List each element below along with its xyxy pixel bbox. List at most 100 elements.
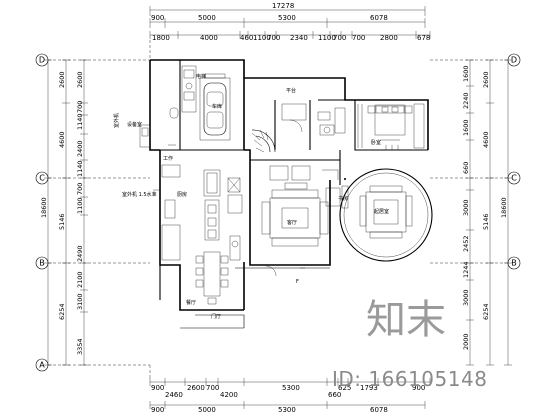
label-living-room: 客厅 <box>287 219 297 226</box>
bottom-dim-2-1: 900 <box>151 406 164 414</box>
bottom-dim-1-6: 5300 <box>282 384 300 392</box>
top-dimensions: 17278 900 5000 5300 6078 1800 4000 460 1… <box>149 2 430 42</box>
left-inner-dim-5: 1140 <box>76 160 84 177</box>
label-kitchen: 厨房 <box>177 191 187 198</box>
stairs <box>251 129 276 153</box>
left-inner-dim-9: 2100 <box>76 271 84 288</box>
bottom-dim-1-5: 4200 <box>220 391 238 399</box>
axis-left-a: A <box>39 361 45 370</box>
label-study: 书房 <box>338 195 348 202</box>
left-inner-dim-3: 1140 <box>76 113 84 130</box>
watermark-brand: 知末 <box>366 297 446 343</box>
bottom-dim-1-1: 900 <box>151 384 164 392</box>
watermark-id: ID: 166105148 <box>332 367 487 391</box>
label-outdoor-unit-2: 室外机 1.5水准 <box>122 191 157 198</box>
top-dim-1-3: 5300 <box>278 14 296 22</box>
label-lift: 电梯 <box>196 73 206 80</box>
left-inner-dim-4: 2400 <box>76 140 84 157</box>
right-inner-dim-3: 1600 <box>462 119 470 136</box>
right-outer-dim-2: 4600 <box>482 131 490 148</box>
right-inner-dim-8: 3000 <box>462 289 470 306</box>
bottom-dim-1-3: 2600 <box>187 384 205 392</box>
axis-right-b: B <box>511 259 517 268</box>
left-dimensions: 18600 2600 4600 5146 6254 2600 700 1140 … <box>40 59 88 366</box>
bathrooms <box>169 103 346 136</box>
watermark: 知末 ID: 166105148 <box>332 297 487 391</box>
left-inner-dim-1: 2600 <box>76 71 84 88</box>
axis-bubbles: D C B A D C B <box>35 40 521 380</box>
top-total-dim: 17278 <box>272 2 294 10</box>
label-storage: 工作 <box>163 155 173 162</box>
right-inner-dim-4: 660 <box>462 162 470 174</box>
left-inner-dim-7: 1100 <box>76 197 84 214</box>
top-dim-1-2: 5000 <box>198 14 216 22</box>
top-dim-2-8: 700 <box>333 34 346 42</box>
axis-left-b: B <box>39 259 45 268</box>
axis-right-c: C <box>511 174 517 183</box>
bottom-dim-1-9: 1793 <box>360 384 378 392</box>
equipment-room: 室外机 设备室 室外机 1.5水准 <box>113 113 160 198</box>
kitchen-dining: 厨房 餐厅 工作 门厅 <box>161 144 243 320</box>
bottom-dim-1-8: 625 <box>338 384 351 392</box>
bottom-dim-2-4: 6078 <box>370 406 388 414</box>
top-dim-2-6: 2340 <box>290 34 308 42</box>
bottom-dim-1-7: 660 <box>328 391 341 399</box>
top-dim-1-1: 900 <box>151 14 164 22</box>
label-equip-room: 设备室 <box>127 121 142 128</box>
left-outer-dim-4: 6254 <box>58 303 66 320</box>
right-total-dim: 18600 <box>500 197 508 218</box>
bottom-dim-2-3: 5300 <box>278 406 296 414</box>
walls <box>149 59 429 329</box>
top-dim-2-3: 460 <box>240 34 253 42</box>
round-room: 起居室 <box>339 168 433 262</box>
right-inner-dim-2: 2240 <box>462 92 470 109</box>
right-dimensions: 1600 2240 1600 660 3000 2452 1244 3000 2… <box>462 59 512 366</box>
label-dining: 餐厅 <box>186 299 196 306</box>
top-dim-2-5: 700 <box>267 34 280 42</box>
right-inner-dim-1: 1600 <box>462 65 470 82</box>
label-outdoor-unit: 室外机 <box>113 113 120 128</box>
axis-left-d: D <box>39 56 45 65</box>
top-dim-2-11: 678 <box>417 34 430 42</box>
axis-right-d: D <box>511 56 517 65</box>
label-garage: 车库 <box>212 103 222 110</box>
label-lounge: 起居室 <box>374 208 389 215</box>
left-total-dim: 18600 <box>40 197 48 218</box>
living-room: 客厅 书房 平台 F <box>261 87 349 285</box>
bedroom: 卧室 <box>357 103 425 150</box>
left-inner-dim-10: 3100 <box>76 293 84 310</box>
label-entry: 门厅 <box>211 313 221 320</box>
right-inner-dim-6: 2452 <box>462 235 470 252</box>
left-inner-dim-2: 700 <box>76 101 84 113</box>
top-dim-2-4: 1100 <box>253 34 271 42</box>
bottom-dim-1-10: 900 <box>412 384 425 392</box>
bottom-dim-2-2: 5000 <box>198 406 216 414</box>
left-outer-dim-1: 2600 <box>58 71 66 88</box>
right-outer-dim-4: 6254 <box>482 303 490 320</box>
top-dim-2-2: 4000 <box>200 34 218 42</box>
bottom-dim-1-2: 2460 <box>165 391 183 399</box>
bottom-dim-1-4: 700 <box>206 384 219 392</box>
left-inner-dim-11: 3354 <box>76 338 84 355</box>
top-dim-2-1: 1800 <box>152 34 170 42</box>
garage: 车库 电梯 <box>181 65 231 141</box>
left-outer-dim-2: 4600 <box>58 131 66 148</box>
left-inner-dim-8: 2490 <box>76 245 84 262</box>
top-dim-2-10: 2800 <box>380 34 398 42</box>
right-inner-dim-5: 3000 <box>462 199 470 216</box>
top-dim-1-4: 6078 <box>370 14 388 22</box>
left-outer-dim-3: 5146 <box>58 213 66 230</box>
label-terrace: 平台 <box>286 87 296 94</box>
right-outer-dim-1: 2600 <box>482 71 490 88</box>
left-inner-dim-6: 700 <box>76 183 84 195</box>
label-foyer: F <box>296 279 299 285</box>
label-bedroom: 卧室 <box>371 139 381 146</box>
right-inner-dim-7: 1244 <box>462 261 470 278</box>
top-dim-2-9: 700 <box>352 34 365 42</box>
top-dim-2-7: 1100 <box>318 34 336 42</box>
right-outer-dim-3: 5146 <box>482 213 490 230</box>
right-inner-dim-9: 2000 <box>462 333 470 350</box>
axis-left-c: C <box>39 174 45 183</box>
bottom-dimensions: 900 2460 2600 700 4200 5300 660 625 1793… <box>149 378 431 414</box>
